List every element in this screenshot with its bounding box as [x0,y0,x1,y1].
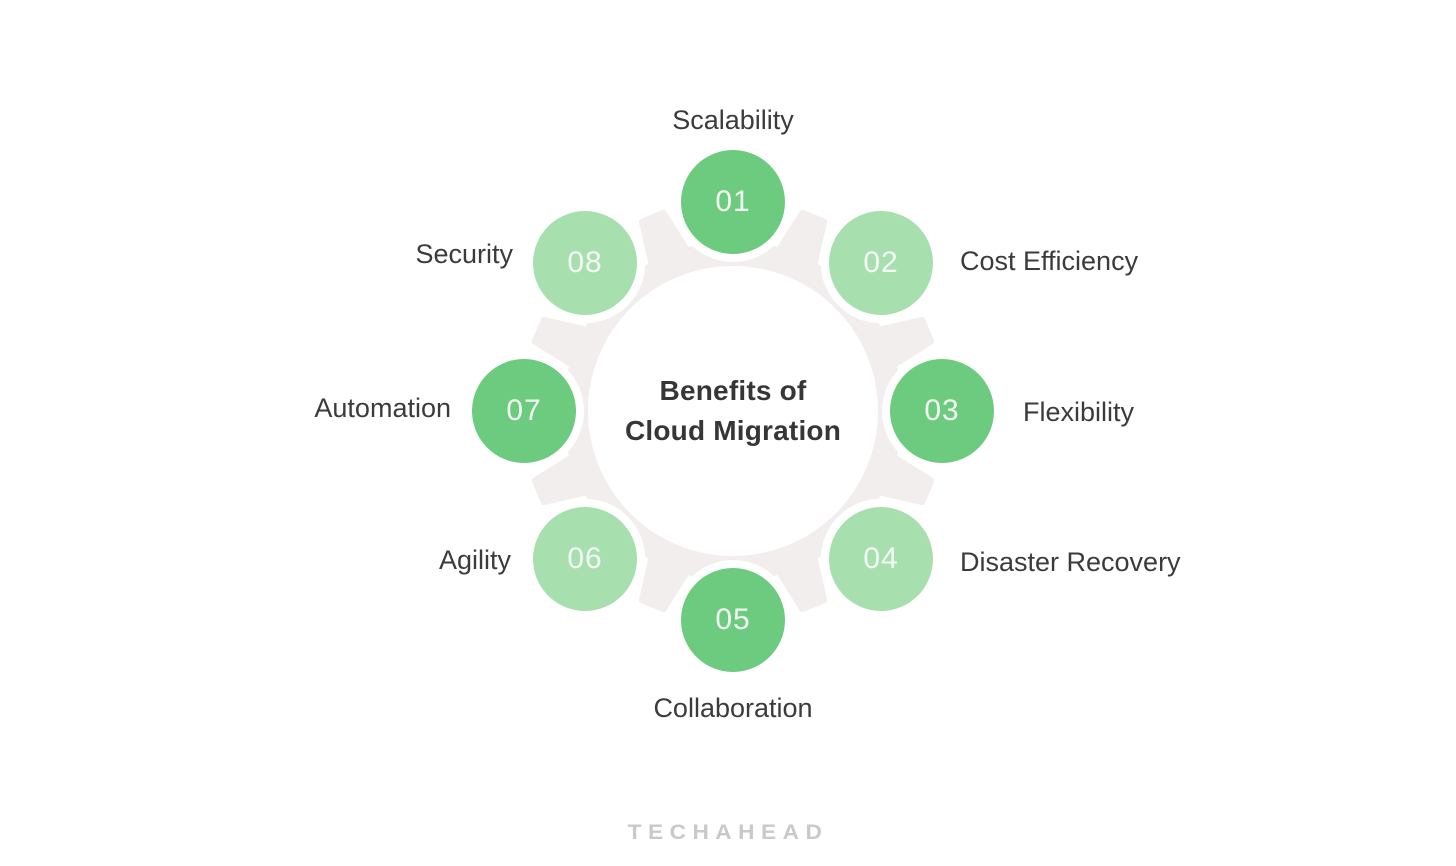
node-number: 02 [863,246,899,279]
node-circle-automation: 07 [472,359,576,463]
node-circle-agility: 06 [533,507,637,611]
techahead-logo: TECHAHEAD [627,821,829,844]
node-circle-collaboration: 05 [681,568,785,672]
node-number: 08 [567,246,603,279]
diagram-title-line1: Benefits of [659,375,807,406]
node-number: 05 [715,603,751,636]
node-number: 01 [715,185,751,218]
node-number: 03 [924,394,960,427]
node-label-disaster-recovery: Disaster Recovery [960,547,1181,577]
node-number: 07 [506,394,542,427]
node-label-collaboration: Collaboration [653,693,813,723]
node-number: 04 [863,542,899,575]
node-label-automation: Automation [314,393,451,423]
node-number: 06 [567,542,603,575]
node-label-agility: Agility [438,545,511,575]
node-circle-disaster-recovery: 04 [829,507,933,611]
node-label-scalability: Scalability [672,105,794,135]
node-label-flexibility: Flexibility [1023,397,1135,427]
node-circle-cost-efficiency: 02 [829,211,933,315]
diagram-title: Benefits of Cloud Migration [533,371,933,451]
diagram-title-line2: Cloud Migration [624,415,842,446]
node-circle-flexibility: 03 [890,359,994,463]
node-label-security: Security [415,239,513,269]
node-circle-scalability: 01 [681,150,785,254]
node-circle-security: 08 [533,211,637,315]
node-label-cost-efficiency: Cost Efficiency [960,246,1139,276]
